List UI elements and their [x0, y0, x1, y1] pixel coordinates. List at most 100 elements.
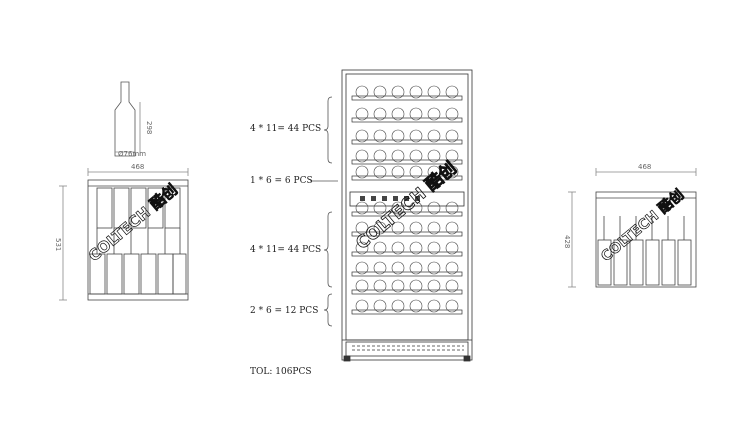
bottle-end [373, 241, 387, 255]
bottle-end [355, 85, 369, 99]
bottle-end [373, 279, 387, 293]
bottle-end [391, 299, 405, 313]
bottle-end [409, 261, 423, 275]
right-view-width-label: 468 [638, 163, 651, 171]
bottle-end [427, 261, 441, 275]
bottle-end [409, 279, 423, 293]
bottle-end [409, 221, 423, 235]
bottle-end [409, 201, 423, 215]
wine-cabinet-front [341, 69, 473, 362]
control-panel [349, 191, 465, 207]
bottle-detail [114, 81, 141, 157]
bottle-end [355, 261, 369, 275]
bottle-end [445, 149, 459, 163]
bottle-end [409, 241, 423, 255]
bottle-end [373, 149, 387, 163]
cabinet-shelves [351, 85, 463, 315]
cabinet-shelf [351, 95, 463, 101]
bottle-end [355, 299, 369, 313]
bottle-end [391, 261, 405, 275]
bottle-end [373, 129, 387, 143]
bottle-end [445, 299, 459, 313]
bottle-end [355, 201, 369, 215]
bottle-height-label: 298 [145, 121, 153, 134]
bottle-end [373, 107, 387, 121]
bottle-end [427, 149, 441, 163]
bottle-end [427, 241, 441, 255]
right-shelf-frame [595, 191, 697, 288]
bottle-end [373, 221, 387, 235]
bottle-end [427, 299, 441, 313]
cabinet-foot-right [463, 355, 471, 362]
bottle-end [409, 149, 423, 163]
cabinet-shelf [351, 289, 463, 295]
bottle-end [427, 165, 441, 179]
bottle-end [409, 129, 423, 143]
bottle-end [391, 107, 405, 121]
bottle-outline [114, 81, 136, 157]
bottle-end [391, 85, 405, 99]
bottle-end [445, 241, 459, 255]
left-view-height-label: 531 [54, 238, 62, 251]
control-panel-icons [360, 196, 420, 201]
cabinet-base-vent [345, 341, 469, 357]
bottle-end [427, 279, 441, 293]
bottle-end [355, 279, 369, 293]
bottom-shelf-capacity-label: 2 * 6 = 12 PCS [250, 306, 319, 316]
bottle-end [391, 241, 405, 255]
bottle-end [373, 299, 387, 313]
bottle-end [373, 261, 387, 275]
bottle-end [373, 85, 387, 99]
bottle-end [427, 129, 441, 143]
cabinet-outer-frame [341, 69, 473, 361]
middle-shelf-capacity-label: 1 * 6 = 6 PCS [250, 176, 313, 186]
bottle-end [373, 201, 387, 215]
cabinet-foot-left [343, 355, 351, 362]
bottle-end [445, 221, 459, 235]
cabinet-shelf [351, 139, 463, 145]
left-view-width-label: 468 [131, 163, 144, 171]
bottle-end [445, 165, 459, 179]
bottle-end [427, 201, 441, 215]
bottle-end [391, 165, 405, 179]
bottle-end [355, 221, 369, 235]
cabinet-shelf [351, 117, 463, 123]
left-shelf-view [59, 168, 189, 301]
bottle-end [409, 107, 423, 121]
right-shelf-view [568, 168, 697, 288]
cabinet-shelf [351, 159, 463, 165]
cabinet-shelf [351, 271, 463, 277]
bottle-end [409, 165, 423, 179]
bottle-end [373, 165, 387, 179]
bottle-end [445, 279, 459, 293]
left-shelf-frame [87, 179, 189, 301]
left-view-watermark: COLTECH 酷创 [85, 180, 181, 265]
bottle-end [445, 129, 459, 143]
bottle-end [355, 149, 369, 163]
upper-zone-capacity-label: 4 * 11= 44 PCS [250, 124, 322, 134]
bottle-end [409, 85, 423, 99]
bottle-end [427, 85, 441, 99]
capacity-brackets [310, 96, 338, 327]
right-view-height-label: 428 [563, 235, 571, 248]
bottle-end [355, 165, 369, 179]
cabinet-shelf [351, 175, 463, 181]
cabinet-shelf [351, 309, 463, 315]
bottle-end [445, 201, 459, 215]
bottle-end [445, 85, 459, 99]
bottle-diameter-label: Ø76mm [118, 150, 146, 158]
bottle-end [409, 299, 423, 313]
bottle-end [445, 261, 459, 275]
cabinet-shelf [351, 231, 463, 237]
bottle-end [427, 107, 441, 121]
bottle-end [391, 279, 405, 293]
bottle-end [427, 221, 441, 235]
bottle-end [445, 107, 459, 121]
total-capacity-label: TOL: 106PCS [250, 367, 312, 377]
bottle-end [391, 221, 405, 235]
bottle-end [355, 107, 369, 121]
bottle-end [391, 149, 405, 163]
cabinet-shelf [351, 251, 463, 257]
